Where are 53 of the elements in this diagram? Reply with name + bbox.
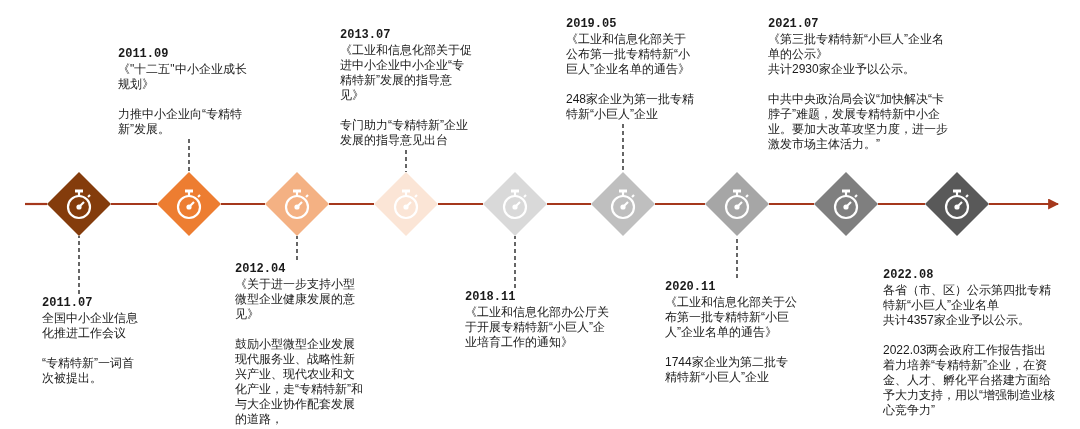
leader-line	[405, 149, 407, 173]
leader-line	[296, 235, 298, 261]
document-title: 《工业和信息化部关于促进中小企业中小企业“专精特新”发展的指导意见》	[340, 43, 473, 103]
leader-line	[188, 138, 190, 173]
timeline-line	[655, 202, 705, 206]
description-text: 力推中小企业向“专精特新”发展。	[118, 107, 243, 137]
description-text: 专门助力“专精特新”企业发展的指导意见出台	[340, 118, 469, 148]
document-title: 《工业和信息化部关于公布第一批专精特新“小巨人”企业名单的通告》	[566, 32, 691, 77]
date-label: 2020.11	[665, 280, 717, 295]
diamond-marker	[374, 172, 438, 236]
timeline-line	[329, 202, 374, 206]
date-label: 2019.05	[566, 17, 618, 32]
diamond-marker	[925, 172, 989, 236]
leader-line	[514, 235, 516, 289]
timeline-line	[111, 202, 157, 206]
diamond-marker	[591, 172, 655, 236]
leader-line	[622, 123, 624, 173]
date-label: 2012.04	[235, 262, 287, 277]
date-label: 2021.07	[768, 17, 820, 32]
timeline-line	[438, 202, 483, 206]
timeline-line	[878, 202, 925, 206]
diamond-marker	[483, 172, 547, 236]
timeline-arrow	[989, 198, 1060, 210]
description-text: 共计4357家企业予以公示。	[883, 313, 1031, 328]
description-text: 鼓励小型微型企业发展现代服务业、战略性新兴产业、现代农业和文化产业，走“专精特新”和与大企业协作配套发展的道路，	[235, 337, 364, 427]
document-title: 各省（市、区）公示第四批专精特新“小巨人”企业名单	[883, 283, 1052, 313]
date-label: 2018.11	[465, 290, 517, 305]
timeline-line	[221, 202, 265, 206]
diamond-marker	[47, 172, 111, 236]
description-text: 中共中央政治局会议“加快解决“卡脖子”难题，发展专精特新中小企业。要加大改革攻坚力度，进一步激发市场主体活力。”	[768, 92, 948, 152]
diamond-marker	[157, 172, 221, 236]
document-title: 全国中小企业信息化推进工作会议	[42, 311, 139, 341]
timeline-line	[25, 202, 47, 206]
document-title: 《"十二五"中小企业成长规划》	[118, 62, 248, 92]
date-label: 2011.09	[118, 47, 170, 62]
description-text: 共计2930家企业予以公示。	[768, 62, 916, 77]
document-title: 《第三批专精特新“小巨人”企业名单的公示》	[768, 32, 945, 62]
date-label: 2013.07	[340, 28, 392, 43]
diamond-marker	[814, 172, 878, 236]
timeline-line	[547, 202, 591, 206]
date-label: 2011.07	[42, 296, 94, 311]
description-text: “专精特新”一词首次被提出。	[42, 356, 135, 386]
timeline-line	[769, 202, 814, 206]
document-title: 《工业和信息化部关于公布第一批专精特新“小巨人”企业名单的通告》	[665, 295, 797, 340]
description-text: 1744家企业为第二批专精特新“小巨人”企业	[665, 355, 789, 385]
diamond-marker	[705, 172, 769, 236]
date-label: 2022.08	[883, 268, 935, 283]
document-title: 《工业和信息化部办公厅关于开展专精特新“小巨人”企业培育工作的通知》	[465, 305, 610, 350]
diamond-marker	[265, 172, 329, 236]
leader-line	[78, 235, 80, 295]
document-title: 《关于进一步支持小型微型企业健康发展的意见》	[235, 277, 356, 322]
description-text: 2022.03两会政府工作报告指出着力培养“专精特新”企业，在资金、人才、孵化平台搭建方面给予大力支持，用以“增强制造业核心竞争力”	[883, 343, 1055, 418]
description-text: 248家企业为第一批专精特新“小巨人”企业	[566, 92, 696, 122]
